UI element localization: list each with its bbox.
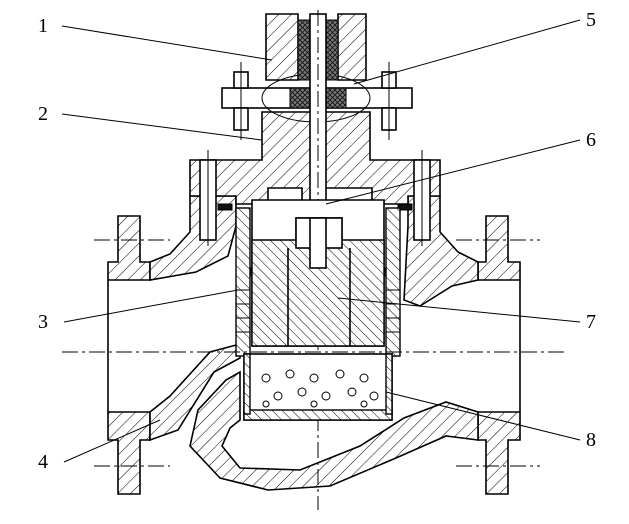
plug (251, 199, 385, 347)
cage (235, 207, 401, 357)
perforated-cage (243, 353, 393, 421)
callout-4: 4 (38, 451, 48, 473)
packing (289, 19, 347, 109)
callout-1: 1 (38, 15, 48, 37)
callout-6: 6 (586, 129, 596, 151)
callout-5: 5 (586, 9, 596, 31)
bonnet-studs (199, 150, 431, 246)
leader-lines (61, 19, 581, 463)
callout-3: 3 (38, 311, 48, 333)
callout-8: 8 (586, 429, 596, 451)
center-lines (62, 239, 568, 467)
callout-labels: 1 2 3 4 5 6 7 8 (38, 9, 596, 473)
callout-7: 7 (586, 311, 596, 333)
callout-2: 2 (38, 103, 48, 125)
